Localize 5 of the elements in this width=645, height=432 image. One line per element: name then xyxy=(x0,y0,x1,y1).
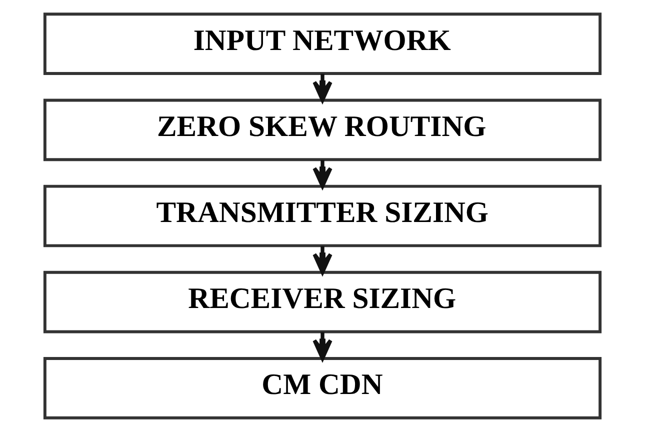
node-box: INPUT NETWORK xyxy=(43,12,602,75)
node-box: CM CDN xyxy=(43,357,602,420)
node-box: TRANSMITTER SIZING xyxy=(43,184,602,248)
node-box: ZERO SKEW ROUTING xyxy=(43,98,602,162)
node-box: RECEIVER SIZING xyxy=(43,270,602,334)
